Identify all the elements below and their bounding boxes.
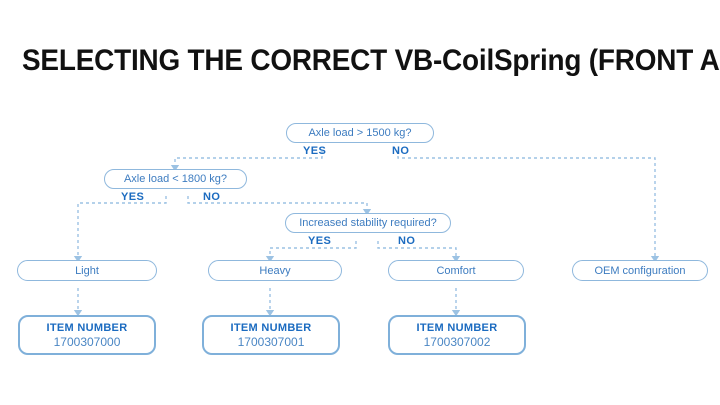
- decision-node-axle-load-1500[interactable]: Axle load > 1500 kg?: [286, 123, 434, 143]
- item-number-box-light[interactable]: ITEM NUMBER 1700307000: [18, 315, 156, 355]
- item-number-heading: ITEM NUMBER: [230, 321, 312, 334]
- edge-label-q2-yes: YES: [121, 191, 145, 203]
- page-title: SELECTING THE CORRECT VB-CoilSpring (FRO…: [22, 44, 720, 77]
- item-number-heading: ITEM NUMBER: [416, 321, 498, 334]
- edge-q2-yes: [73, 196, 167, 263]
- result-node-light[interactable]: Light: [17, 260, 157, 281]
- item-number-value: 1700307000: [53, 334, 121, 349]
- edge-label-q2-no: NO: [203, 191, 221, 203]
- item-number-heading: ITEM NUMBER: [46, 321, 128, 334]
- result-node-comfort[interactable]: Comfort: [388, 260, 524, 281]
- edge-q2-no: [187, 196, 372, 216]
- edge-q3-yes: [265, 241, 357, 263]
- edge-label-q3-no: NO: [398, 235, 416, 247]
- decision-node-axle-load-1800[interactable]: Axle load < 1800 kg?: [104, 169, 247, 189]
- item-number-box-heavy[interactable]: ITEM NUMBER 1700307001: [202, 315, 340, 355]
- edge-q1-no: [397, 150, 660, 263]
- edge-label-q1-no: NO: [392, 145, 410, 157]
- edge-label-q1-yes: YES: [303, 145, 327, 157]
- result-node-oem-configuration[interactable]: OEM configuration: [572, 260, 708, 281]
- decision-node-increased-stability[interactable]: Increased stability required?: [285, 213, 451, 233]
- edge-q1-yes: [170, 150, 323, 172]
- item-number-box-comfort[interactable]: ITEM NUMBER 1700307002: [388, 315, 526, 355]
- result-node-heavy[interactable]: Heavy: [208, 260, 342, 281]
- edge-q3-no: [377, 241, 461, 263]
- item-number-value: 1700307001: [237, 334, 305, 349]
- item-number-value: 1700307002: [423, 334, 491, 349]
- edge-label-q3-yes: YES: [308, 235, 332, 247]
